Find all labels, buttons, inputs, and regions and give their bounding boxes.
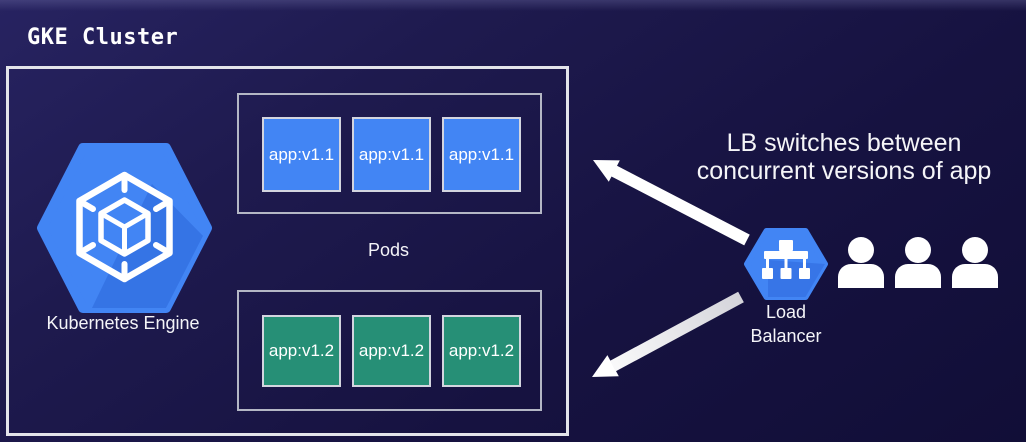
pod-app-v1-2: app:v1.2	[262, 315, 341, 387]
pod-label: app:v1.1	[358, 144, 425, 164]
load-balancer-icon	[744, 228, 828, 300]
pod-app-v1-1: app:v1.1	[442, 117, 521, 192]
page-title: GKE Cluster	[27, 25, 179, 50]
lb-annotation-line1: LB switches between	[726, 129, 962, 157]
load-balancer-label: Load Balancer	[736, 300, 836, 348]
kubernetes-engine-label: Kubernetes Engine	[46, 313, 200, 333]
person-icon	[838, 237, 884, 288]
pods-group-v1-1-box	[237, 93, 542, 214]
pods-group-v1-2-box	[237, 290, 542, 411]
person-icon	[895, 237, 941, 288]
pod-label: app:v1.2	[358, 341, 425, 360]
pod-label: app:v1.2	[268, 341, 335, 360]
gke-cluster-box	[6, 66, 569, 436]
lb-annotation: LB switches between concurrent versions …	[668, 129, 1020, 185]
lb-tree-glyph	[762, 240, 810, 279]
pod-app-v1-2: app:v1.2	[352, 315, 431, 387]
arrow-to-v1-2-pods	[592, 291, 744, 377]
lb-annotation-line2: concurrent versions of app	[696, 157, 992, 185]
users-group	[838, 237, 998, 288]
pod-app-v1-2: app:v1.2	[442, 315, 521, 387]
pod-label: app:v1.1	[448, 144, 515, 164]
pods-label: Pods	[367, 240, 410, 260]
pod-label: app:v1.1	[268, 144, 335, 164]
pod-app-v1-1: app:v1.1	[352, 117, 431, 192]
person-icon	[952, 237, 998, 288]
pod-app-v1-1: app:v1.1	[262, 117, 341, 192]
load-balancer-label-line1: Load	[765, 302, 807, 322]
load-balancer-label-line2: Balancer	[750, 326, 822, 346]
pod-label: app:v1.2	[448, 341, 515, 360]
